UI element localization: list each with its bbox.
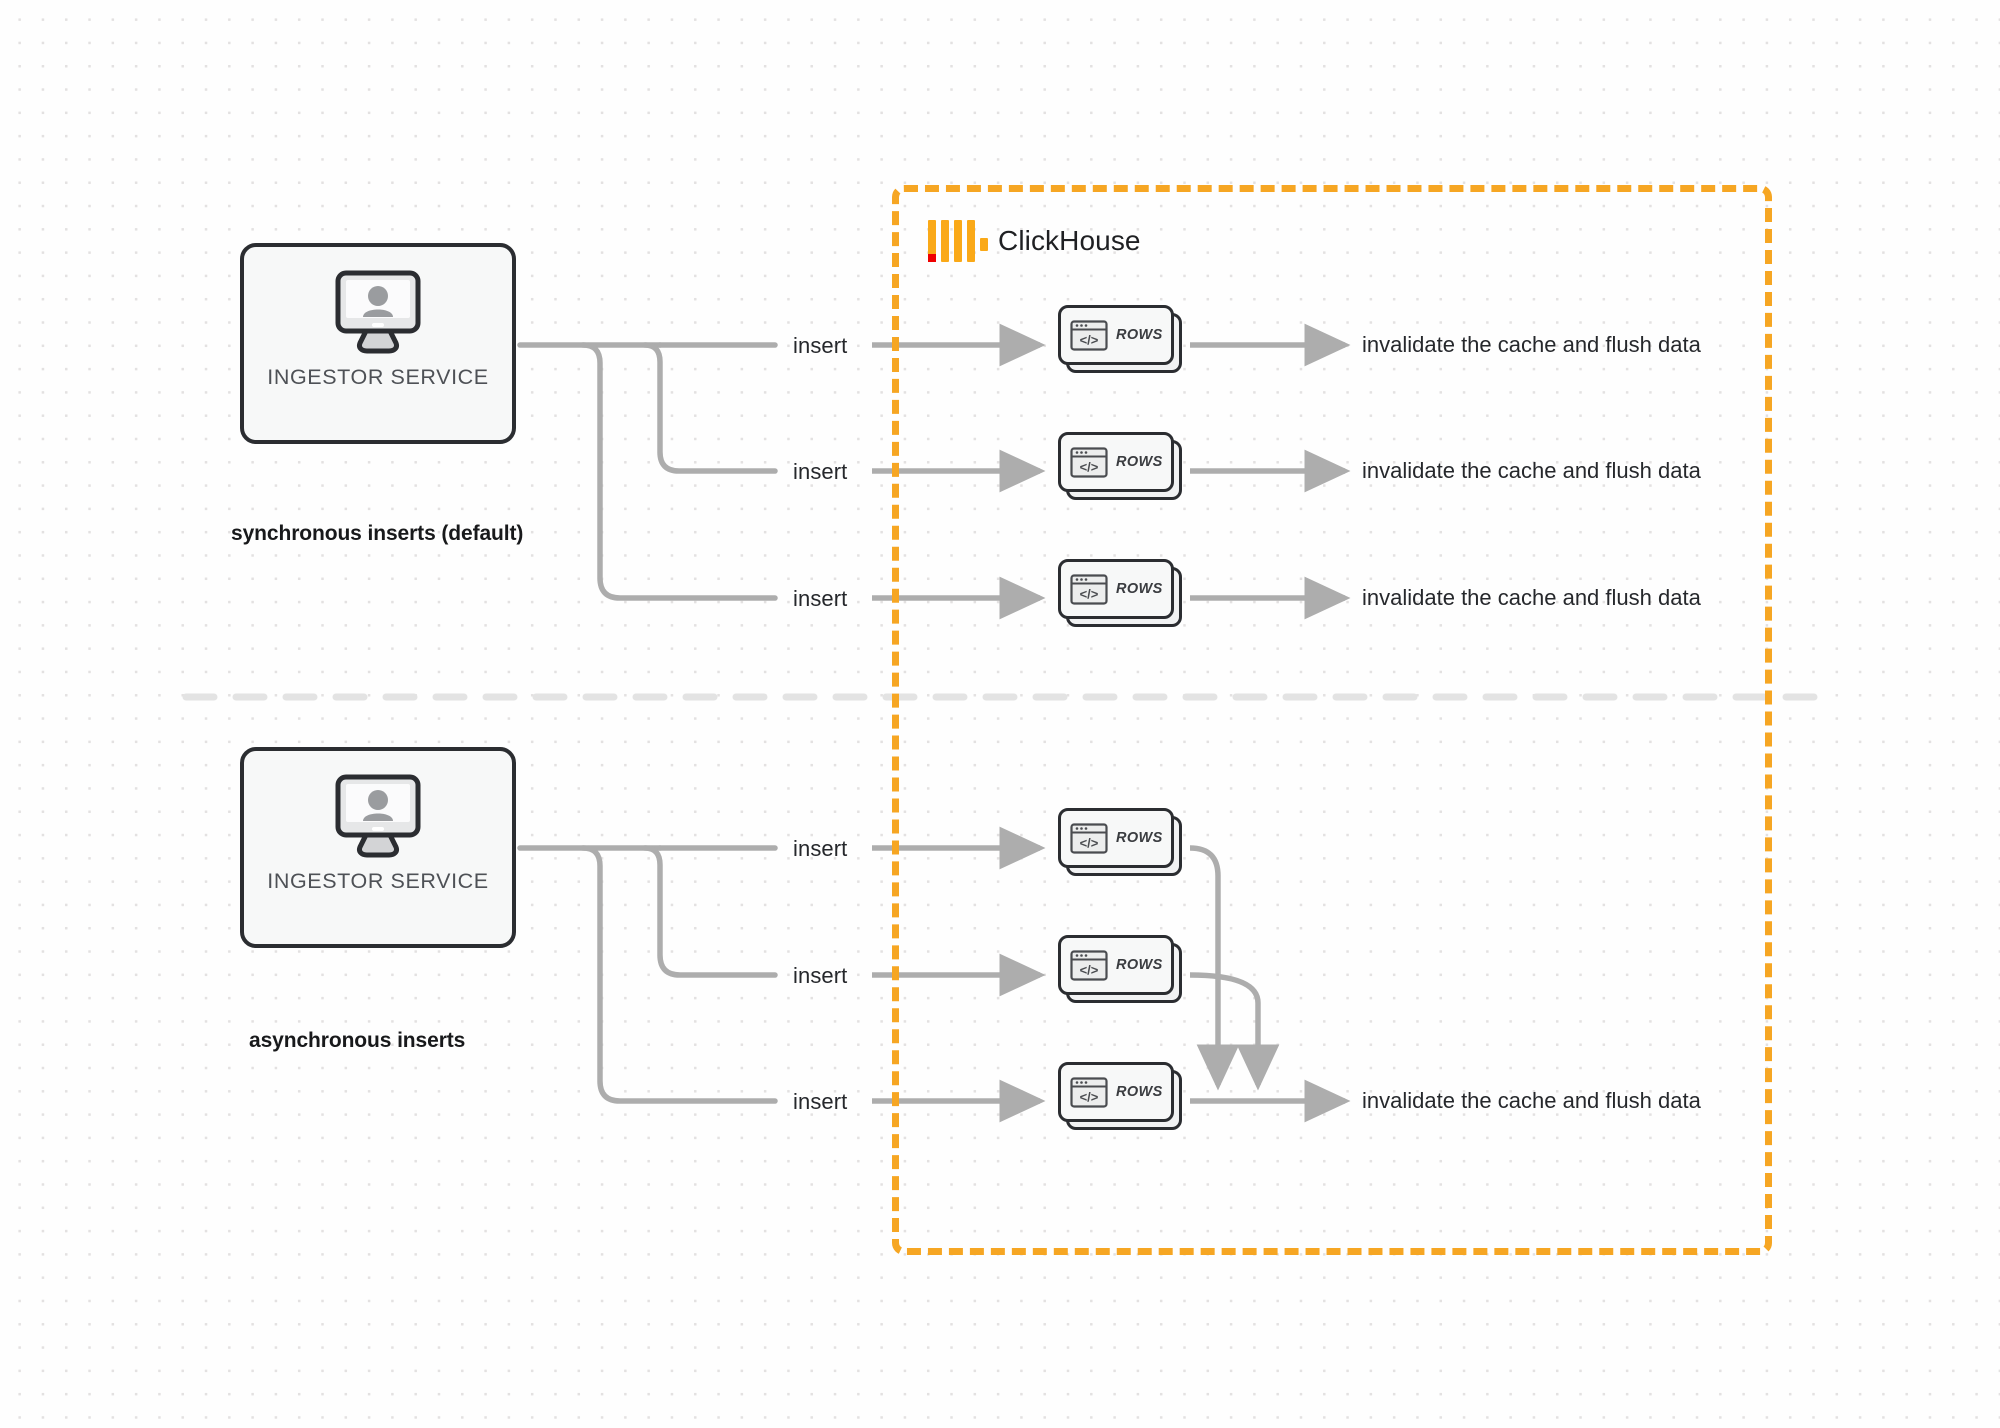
code-window-icon: </> xyxy=(1070,822,1108,854)
caption-synchronous: synchronous inserts (default) xyxy=(231,522,524,545)
monitor-user-icon xyxy=(335,774,421,858)
edge-branch-sync-2 xyxy=(642,342,778,474)
edge-branch-async-2 xyxy=(642,845,778,978)
svg-text:</>: </> xyxy=(1080,586,1099,601)
ingestor-service-async[interactable]: INGESTOR SERVICE xyxy=(240,747,516,948)
ingestor-service-sync[interactable]: INGESTOR SERVICE xyxy=(240,243,516,444)
rows-card-label: ROWS xyxy=(1116,957,1163,973)
rows-card-sync-2[interactable]: </> ROWS xyxy=(1058,432,1182,500)
rows-card-front: </> ROWS xyxy=(1058,1062,1174,1122)
clickhouse-label: ClickHouse xyxy=(998,225,1141,256)
monitor-user-icon xyxy=(335,270,421,354)
ingestor-service-label-sync: INGESTOR SERVICE xyxy=(267,365,489,389)
code-window-icon: </> xyxy=(1070,949,1108,981)
code-window-icon: </> xyxy=(1070,573,1108,605)
result-label-sync-1: invalidate the cache and flush data xyxy=(1362,332,1701,357)
code-window-icon: </> xyxy=(1070,1076,1108,1108)
insert-label-sync-1: insert xyxy=(793,333,848,358)
rows-card-label: ROWS xyxy=(1116,581,1163,597)
rows-card-label: ROWS xyxy=(1116,327,1163,343)
clickhouse-boundary xyxy=(892,185,1772,1255)
svg-text:</>: </> xyxy=(1080,459,1099,474)
rows-card-label: ROWS xyxy=(1116,1084,1163,1100)
insert-label-async-3: insert xyxy=(793,1089,848,1114)
insert-label-sync-2: insert xyxy=(793,459,848,484)
insert-label-sync-3: insert xyxy=(793,586,848,611)
clickhouse-header: ClickHouse xyxy=(928,220,1141,262)
rows-card-sync-3[interactable]: </> ROWS xyxy=(1058,559,1182,627)
result-label-sync-2: invalidate the cache and flush data xyxy=(1362,458,1701,483)
edge-branch-sync-3 xyxy=(580,342,778,601)
rows-card-sync-1[interactable]: </> ROWS xyxy=(1058,305,1182,373)
svg-text:</>: </> xyxy=(1080,835,1099,850)
insert-label-async-1: insert xyxy=(793,836,848,861)
svg-text:</>: </> xyxy=(1080,962,1099,977)
rows-card-front: </> ROWS xyxy=(1058,432,1174,492)
code-window-icon: </> xyxy=(1070,446,1108,478)
rows-card-async-2[interactable]: </> ROWS xyxy=(1058,935,1182,1003)
svg-text:</>: </> xyxy=(1080,1089,1099,1104)
code-window-icon: </> xyxy=(1070,319,1108,351)
result-label-sync-3: invalidate the cache and flush data xyxy=(1362,585,1701,610)
rows-card-front: </> ROWS xyxy=(1058,559,1174,619)
insert-label-async-2: insert xyxy=(793,963,848,988)
result-label-async-merged: invalidate the cache and flush data xyxy=(1362,1088,1701,1113)
rows-card-label: ROWS xyxy=(1116,830,1163,846)
edge-branch-async-3 xyxy=(580,845,778,1104)
svg-text:</>: </> xyxy=(1080,332,1099,347)
clickhouse-logo-icon xyxy=(928,220,988,262)
rows-card-front: </> ROWS xyxy=(1058,808,1174,868)
rows-card-front: </> ROWS xyxy=(1058,935,1174,995)
rows-card-async-1[interactable]: </> ROWS xyxy=(1058,808,1182,876)
rows-card-async-3[interactable]: </> ROWS xyxy=(1058,1062,1182,1130)
ingestor-service-label-async: INGESTOR SERVICE xyxy=(267,869,489,893)
caption-asynchronous: asynchronous inserts xyxy=(249,1029,466,1052)
rows-card-front: </> ROWS xyxy=(1058,305,1174,365)
rows-card-label: ROWS xyxy=(1116,454,1163,470)
